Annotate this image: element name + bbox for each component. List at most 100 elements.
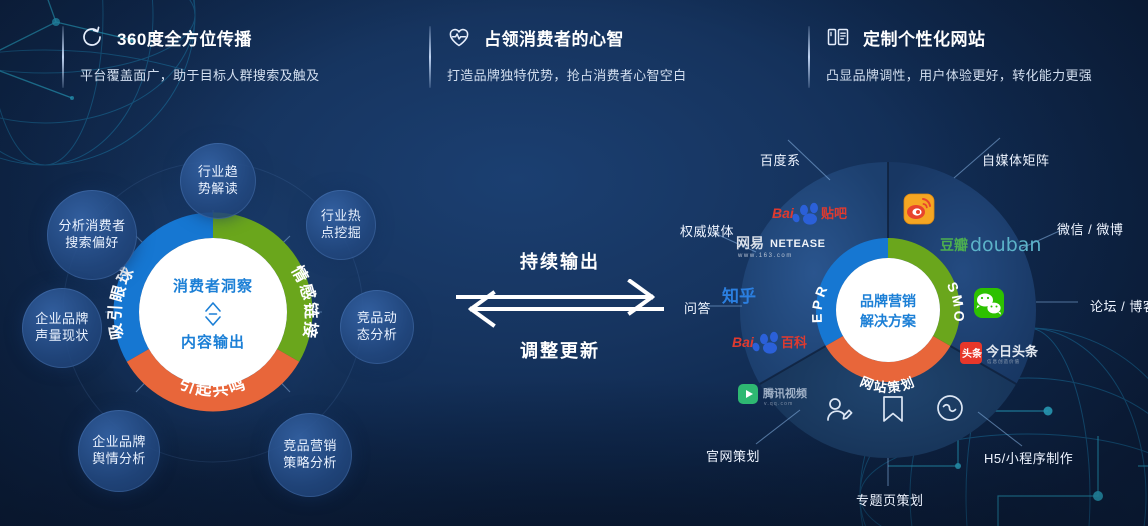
outer-label-h5-miniprogram: H5/小程序制作 <box>984 451 1074 466</box>
header-subtitle: 凸显品牌调性，用户体验更好，转化能力更强 <box>826 68 1093 83</box>
svg-text:Bai: Bai <box>732 334 755 350</box>
right-center-disc <box>836 258 940 362</box>
satellite-line: 企业品牌 <box>92 434 146 450</box>
header-title: 360度全方位传播 <box>117 29 252 49</box>
svg-text:百科: 百科 <box>781 335 807 350</box>
satellite-brand-voice-status[interactable]: 企业品牌 声量现状 <box>22 288 102 368</box>
satellite-industry-trend[interactable]: 行业趋 势解读 <box>180 143 256 219</box>
satellite-line: 分析消费者 <box>58 218 126 234</box>
left-consumer-insight-diagram: 吸引眼球 情感链接 引起共鸣 消费者洞察 内容输出 行业趋 势解读 <box>0 118 420 518</box>
ring-segment-smo[interactable] <box>888 238 960 346</box>
flow-arrows-svg <box>456 279 664 328</box>
svg-text:NETEASE: NETEASE <box>770 238 825 250</box>
svg-text:网易: 网易 <box>736 235 764 251</box>
satellite-line: 策略分析 <box>283 455 337 470</box>
header-accent-bar <box>808 26 810 88</box>
mini-program-icon[interactable] <box>937 395 963 421</box>
ring-segment-epr[interactable] <box>816 238 888 346</box>
header-subtitle: 打造品牌独特优势，抢占消费者心智空白 <box>447 68 687 83</box>
flow-arrow-bottom-label: 调整更新 <box>520 341 600 361</box>
satellite-line: 声量现状 <box>35 328 89 343</box>
ring-segment-website-planning[interactable] <box>825 336 951 382</box>
weibo-logo[interactable] <box>903 193 935 225</box>
douban-logo[interactable]: 豆瓣 douban <box>940 234 1041 256</box>
flow-arrows-group: 持续输出 调整更新 <box>455 248 665 363</box>
bookmark-icon[interactable] <box>883 396 903 422</box>
tencent-video-logo[interactable]: 腾讯视频 v.qq.com <box>738 384 807 407</box>
header-title: 占领消费者的心智 <box>484 29 624 49</box>
zhihu-logo[interactable]: 知乎 <box>721 286 756 306</box>
satellite-line: 行业趋 <box>197 164 239 180</box>
svg-text:信息创造价值: 信息创造价值 <box>987 358 1020 365</box>
satellite-brand-sentiment[interactable]: 企业品牌 舆情分析 <box>78 410 160 492</box>
satellite-search-preference[interactable]: 分析消费者 搜索偏好 <box>47 190 137 280</box>
header-block-360-broadcast: 360度全方位传播 平台覆盖面广，助于目标人群搜索及触及 <box>62 22 320 88</box>
left-center-disc <box>139 238 287 386</box>
outer-label-qa: 问答 <box>684 301 712 316</box>
svg-text:www.163.com: www.163.com <box>737 253 793 259</box>
header-feature-row: 360度全方位传播 平台覆盖面广，助于目标人群搜索及触及 占领消费者的心智 打造… <box>0 0 1148 110</box>
outer-label-topic-page-planning: 专题页策划 <box>856 493 924 508</box>
right-center-line1: 品牌营销 <box>860 293 916 309</box>
outer-label-baidu-family: 百度系 <box>760 153 801 168</box>
left-ring-segments <box>113 212 313 412</box>
devices-icon <box>827 28 849 46</box>
satellite-line: 行业热 <box>320 208 362 224</box>
baidu-baike-logo[interactable]: Bai 百科 <box>732 331 807 354</box>
toutiao-logo[interactable]: 头条 今日头条 信息创造价值 <box>960 342 1039 365</box>
right-diagram-connectors <box>700 137 1078 486</box>
satellite-industry-hotspot[interactable]: 行业热 点挖掘 <box>306 190 376 260</box>
satellite-line: 势解读 <box>197 181 239 196</box>
right-brand-marketing-diagram: EPR SMO 网站策划 品牌营销 解决方案 Bai 贴吧 <box>660 120 1148 520</box>
ring-segment-attract-eyes[interactable] <box>113 212 213 362</box>
ring-label-epr: EPR <box>809 281 832 323</box>
outer-label-official-site-planning: 官网策划 <box>706 449 761 464</box>
header-accent-bar <box>429 26 431 88</box>
satellite-line: 搜索偏好 <box>65 235 119 250</box>
header-block-custom-website: 定制个性化网站 凸显品牌调性，用户体验更好，转化能力更强 <box>808 22 1093 88</box>
heart-pulse-icon <box>449 28 469 47</box>
user-profile-icon[interactable] <box>827 398 853 421</box>
outer-label-wechat-weibo: 微信 / 微博 <box>1057 222 1124 237</box>
header-accent-bar <box>62 26 64 88</box>
right-diagram-svg: EPR SMO 网站策划 品牌营销 解决方案 Bai 贴吧 <box>700 137 1078 486</box>
netease-logo[interactable]: 网易 NETEASE www.163.com <box>736 235 825 259</box>
svg-text:Bai: Bai <box>772 205 795 221</box>
svg-text:v.qq.com: v.qq.com <box>764 401 794 407</box>
arrow-left-head-upper <box>468 290 496 312</box>
arrow-right-head-upper <box>627 279 655 300</box>
refresh-360-icon <box>83 26 101 46</box>
right-center-line2: 解决方案 <box>860 313 917 329</box>
svg-text:douban: douban <box>970 234 1041 256</box>
header-subtitle: 平台覆盖面广，助于目标人群搜索及触及 <box>80 68 320 83</box>
ring-segment-emotional-link[interactable] <box>213 212 313 362</box>
satellite-competitor-dynamics[interactable]: 竞品动 态分析 <box>340 290 414 364</box>
header-block-consumer-mind: 占领消费者的心智 打造品牌独特优势，抢占消费者心智空白 <box>429 22 687 88</box>
wechat-logo[interactable] <box>974 288 1004 318</box>
baidu-tieba-logo[interactable]: Bai 贴吧 <box>772 202 847 225</box>
outer-label-self-media-matrix: 自媒体矩阵 <box>982 153 1050 168</box>
arrow-left-head-lower <box>468 306 496 328</box>
left-center-top-text: 消费者洞察 <box>173 277 253 295</box>
outer-label-forum-blog: 论坛 / 博客 <box>1090 299 1148 314</box>
svg-text:腾讯视频: 腾讯视频 <box>763 386 807 400</box>
ring-segment-resonance[interactable] <box>126 349 300 412</box>
satellite-line: 点挖掘 <box>320 225 362 240</box>
satellite-competitor-strategy[interactable]: 竞品营销 策略分析 <box>268 413 352 497</box>
svg-text:贴吧: 贴吧 <box>821 206 847 221</box>
left-center-bottom-text: 内容输出 <box>181 333 245 351</box>
up-down-arrows-icon <box>205 302 221 326</box>
satellite-line: 竞品营销 <box>283 438 337 454</box>
ring-label-website-planning: 网站策划 <box>858 374 918 396</box>
satellite-line: 企业品牌 <box>35 311 89 327</box>
flow-arrow-top-label: 持续输出 <box>520 252 600 272</box>
header-title: 定制个性化网站 <box>863 29 986 49</box>
satellite-line: 态分析 <box>356 327 398 342</box>
svg-text:头条: 头条 <box>962 347 983 360</box>
satellite-line: 竞品动 <box>356 310 398 326</box>
svg-text:今日头条: 今日头条 <box>985 344 1039 359</box>
satellite-line: 舆情分析 <box>92 451 146 466</box>
outer-label-authoritative-media: 权威媒体 <box>680 224 735 239</box>
svg-text:豆瓣: 豆瓣 <box>940 237 968 253</box>
